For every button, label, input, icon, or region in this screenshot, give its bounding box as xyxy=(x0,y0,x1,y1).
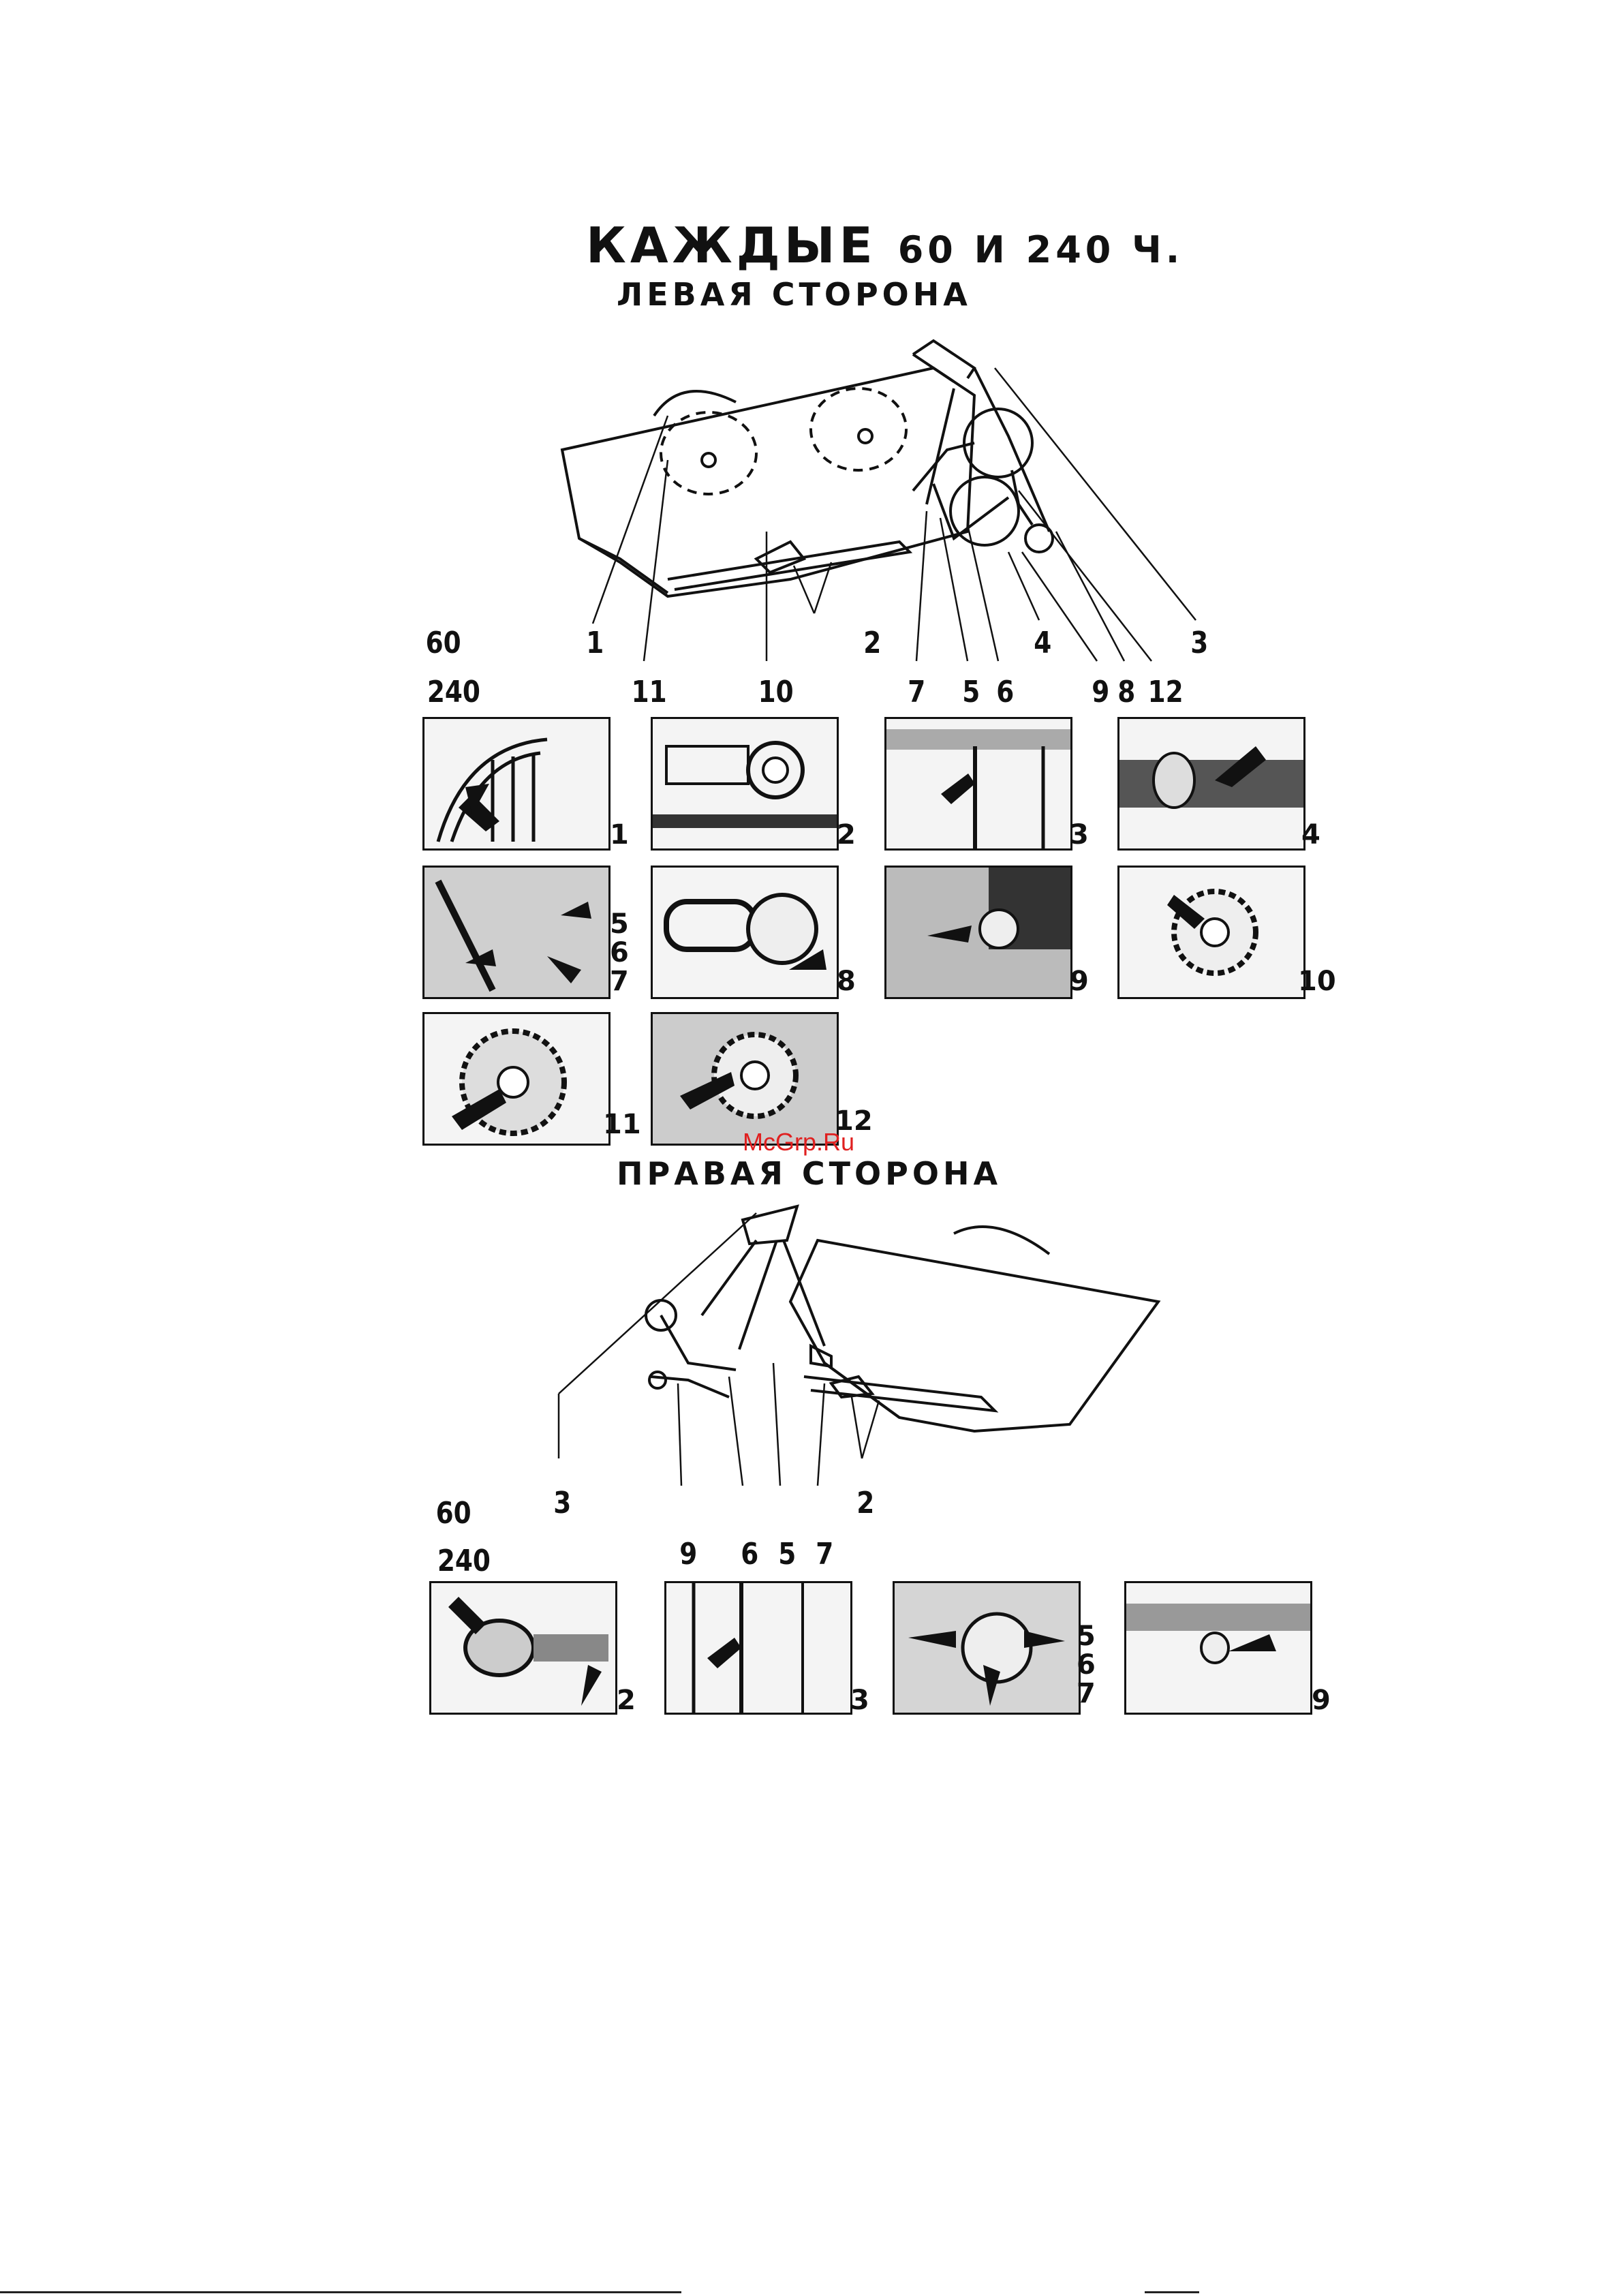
right-side-diagram xyxy=(531,1199,1247,1513)
photo-1-num: 1 xyxy=(610,821,629,848)
row-240-label: 240 xyxy=(427,675,480,709)
right-callout-5: 5 xyxy=(778,1537,796,1572)
bottom-rule-left xyxy=(0,2291,681,2293)
callout-8: 8 xyxy=(1117,675,1135,709)
right-photo-2-num: 2 xyxy=(617,1687,636,1714)
photo-5-6-7 xyxy=(422,866,610,999)
right-row-60-label: 60 xyxy=(436,1496,472,1531)
row-60-label: 60 xyxy=(426,626,461,660)
photo-3-num: 3 xyxy=(1070,821,1089,848)
callout-10: 10 xyxy=(758,675,794,709)
photo-10 xyxy=(1117,866,1305,999)
callout-11: 11 xyxy=(632,675,667,709)
right-callout-3: 3 xyxy=(553,1486,571,1520)
right-side-heading: ПРАВАЯ СТОРОНА xyxy=(617,1155,1002,1192)
left-side-heading: ЛЕВАЯ СТОРОНА xyxy=(617,276,972,313)
right-photo-3 xyxy=(664,1581,852,1715)
right-photo-5-6-7-num: 5 6 7 xyxy=(1077,1622,1096,1708)
right-row-240-label: 240 xyxy=(437,1544,491,1578)
photo-5-6-7-num: 5 6 7 xyxy=(610,910,629,996)
photo-11 xyxy=(422,1012,610,1146)
photo-11-num: 11 xyxy=(603,1111,641,1138)
callout-7: 7 xyxy=(908,675,925,709)
callout-1: 1 xyxy=(586,626,604,660)
right-photo-9 xyxy=(1124,1581,1312,1715)
photo-1 xyxy=(422,717,610,851)
right-callout-6: 6 xyxy=(741,1537,758,1572)
callout-9: 9 xyxy=(1092,675,1109,709)
photo-2 xyxy=(651,717,839,851)
photo-4 xyxy=(1117,717,1305,851)
right-callout-9: 9 xyxy=(679,1537,697,1572)
right-photo-3-num: 3 xyxy=(850,1687,869,1714)
photo-10-num: 10 xyxy=(1298,968,1336,995)
left-side-diagram xyxy=(531,327,1247,682)
callout-12: 12 xyxy=(1148,675,1184,709)
callout-3: 3 xyxy=(1190,626,1208,660)
photo-8-num: 8 xyxy=(837,968,856,995)
title-main: КАЖДЫЕ xyxy=(586,217,877,274)
callout-5: 5 xyxy=(962,675,980,709)
right-photo-9-num: 9 xyxy=(1312,1687,1331,1714)
photo-12 xyxy=(651,1012,839,1146)
watermark: McGrp.Ru xyxy=(743,1128,854,1157)
callout-4: 4 xyxy=(1034,626,1051,660)
right-photo-2 xyxy=(429,1581,617,1715)
photo-3 xyxy=(884,717,1072,851)
right-callout-7: 7 xyxy=(816,1537,833,1572)
right-photo-5-6-7 xyxy=(893,1581,1081,1715)
callout-2: 2 xyxy=(863,626,881,660)
bottom-rule-right xyxy=(1145,2291,1199,2293)
title-hours: 60 И 240 Ч. xyxy=(898,228,1184,271)
callout-6: 6 xyxy=(996,675,1014,709)
page-title: КАЖДЫЕ 60 И 240 Ч. xyxy=(586,217,1184,274)
photo-8 xyxy=(651,866,839,999)
photo-4-num: 4 xyxy=(1301,821,1320,848)
photo-9 xyxy=(884,866,1072,999)
photo-9-num: 9 xyxy=(1070,968,1089,995)
right-callout-2: 2 xyxy=(856,1486,874,1520)
photo-2-num: 2 xyxy=(837,821,856,848)
